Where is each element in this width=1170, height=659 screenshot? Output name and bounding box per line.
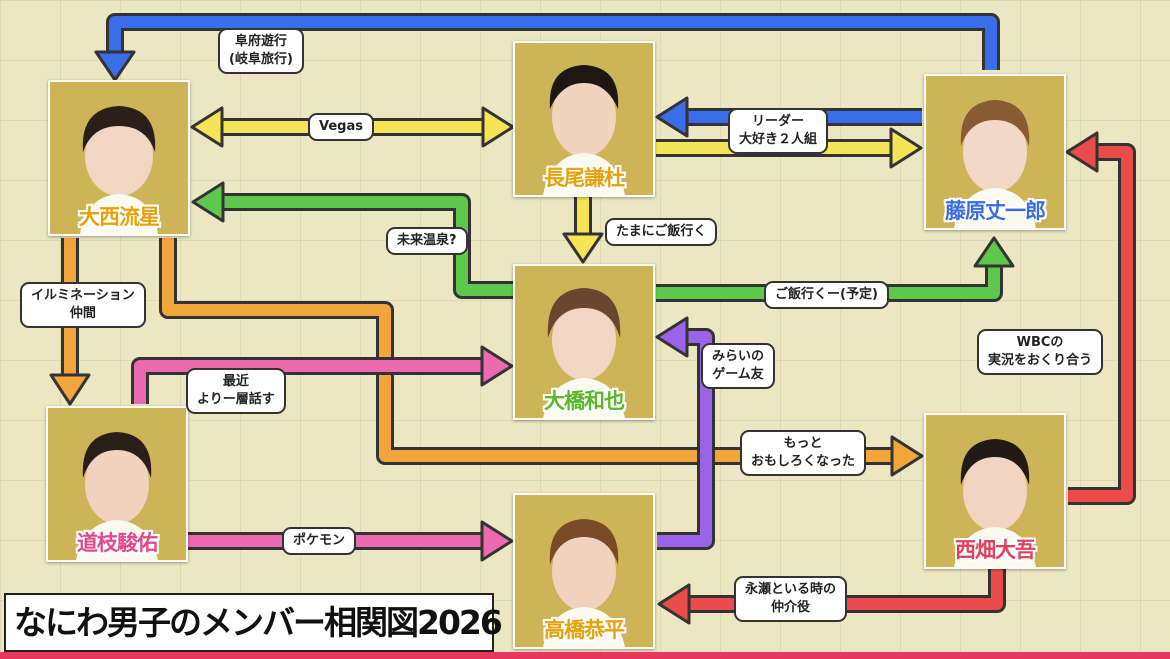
- label-tamani: たまにご飯行く: [605, 218, 718, 246]
- member-card-michieda: 道枝駿佑: [46, 406, 188, 562]
- label-illumination: イルミネーション 仲間: [20, 282, 146, 328]
- arrowhead-gifu: [94, 50, 136, 82]
- portrait-photo: [80, 106, 158, 234]
- portrait-photo: [76, 432, 158, 560]
- member-card-nagao: 長尾謙杜: [513, 41, 655, 197]
- label-motto: もっと おもしろくなった: [740, 430, 867, 476]
- portrait-photo: [543, 519, 625, 647]
- member-name: 大西流星: [79, 205, 160, 229]
- member-card-ohashi: 大橋和也: [513, 264, 655, 420]
- member-card-fujiwara: 藤原丈一郎: [924, 74, 1066, 230]
- portrait-photo: [954, 439, 1036, 567]
- label-vegas: Vegas: [308, 113, 374, 141]
- member-card-takahashi: 高橋恭平: [513, 493, 655, 649]
- member-name: 西畑大吾: [955, 538, 1036, 562]
- member-name: 道枝駿佑: [77, 531, 158, 555]
- label-leader: リーダー 大好き２人組: [728, 108, 829, 154]
- member-name: 長尾謙杜: [544, 166, 625, 190]
- label-gifu-trip: 阜府遊行 (岐阜旅行): [218, 28, 304, 74]
- label-mirai: みらいの ゲーム友: [701, 343, 776, 389]
- label-onsen: 未来温泉?: [386, 227, 468, 255]
- portrait-photo: [543, 288, 625, 418]
- diagram-title: なにわ男子のメンバー相関図2026: [4, 593, 503, 652]
- member-name: 藤原丈一郎: [945, 199, 1046, 223]
- member-card-nishihata: 西畑大吾: [924, 413, 1066, 569]
- arrow-mirai: [657, 328, 715, 550]
- bottom-accent-bar: [0, 652, 1170, 659]
- label-wbc: WBCの 実況をおくり合う: [977, 329, 1104, 375]
- label-nagase: 永瀬といる時の 仲介役: [734, 576, 848, 622]
- member-name: 大橋和也: [544, 389, 625, 413]
- label-gohan: ご飯行くー(予定): [764, 281, 889, 309]
- member-card-onishi: 大西流星: [48, 80, 190, 236]
- label-pokemon: ポケモン: [282, 527, 357, 555]
- portrait-photo: [543, 65, 625, 195]
- arrow-wbc: [1068, 143, 1136, 505]
- arrow-onsen: [222, 193, 513, 299]
- member-name: 高橋恭平: [544, 618, 625, 642]
- portrait-photo: [954, 100, 1036, 228]
- label-saikin: 最近 よりー層話す: [186, 368, 286, 414]
